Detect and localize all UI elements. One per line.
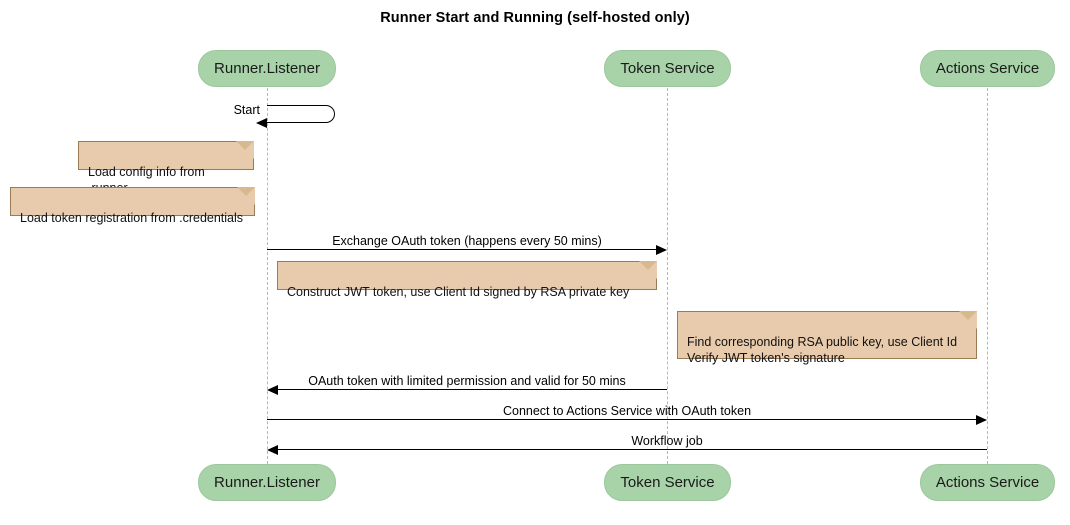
note-construct-jwt: Construct JWT token, use Client Id signe… [277, 261, 657, 299]
arrowhead-left-icon [267, 444, 278, 455]
message-workflow-job[interactable] [267, 444, 987, 455]
lifeline-token [667, 88, 668, 464]
participant-token-service-top[interactable]: Token Service [604, 50, 731, 87]
diagram-title: Runner Start and Running (self-hosted on… [380, 10, 690, 26]
participant-label: Actions Service [935, 474, 1040, 491]
message-oauth-token-return-label: OAuth token with limited permission and … [308, 374, 626, 388]
note-text: Find corresponding RSA public key, use C… [687, 335, 958, 365]
note-fold-corner-icon [237, 187, 255, 205]
participant-label: Runner.Listener [214, 474, 320, 491]
note-fold-corner-icon [639, 261, 657, 279]
note-text: Load token registration from .credential… [20, 211, 244, 225]
participant-label: Token Service [620, 60, 715, 77]
participant-actions-service-top[interactable]: Actions Service [920, 50, 1055, 87]
participant-label: Token Service [620, 474, 715, 491]
lifeline-runner [267, 88, 268, 464]
self-message-start-loop[interactable] [256, 105, 335, 128]
message-connect-actions-service-label: Connect to Actions Service with OAuth to… [502, 404, 752, 418]
lifeline-actions [987, 88, 988, 464]
message-connect-actions-service[interactable] [267, 414, 987, 425]
message-workflow-job-label: Workflow job [631, 434, 703, 448]
participant-token-service-bottom[interactable]: Token Service [604, 464, 731, 501]
note-load-config: Load config info from .runner [78, 141, 254, 195]
participant-label: Actions Service [935, 60, 1040, 77]
self-message-start-label: Start [233, 103, 260, 117]
arrowhead-right-icon [976, 414, 987, 425]
participant-runner-listener-top[interactable]: Runner.Listener [198, 50, 336, 87]
note-load-token-registration: Load token registration from .credential… [10, 187, 255, 225]
message-oauth-token-return[interactable] [267, 384, 667, 395]
arrowhead-left-icon [267, 384, 278, 395]
note-verify-jwt: Find corresponding RSA public key, use C… [677, 311, 977, 365]
participant-label: Runner.Listener [214, 60, 320, 77]
note-text: Construct JWT token, use Client Id signe… [287, 285, 630, 299]
message-exchange-oauth-token[interactable] [267, 244, 667, 255]
note-fold-corner-icon [236, 141, 254, 159]
participant-actions-service-bottom[interactable]: Actions Service [920, 464, 1055, 501]
participant-runner-listener-bottom[interactable]: Runner.Listener [198, 464, 336, 501]
note-fold-corner-icon [959, 311, 977, 329]
arrowhead-left-icon [256, 117, 267, 128]
message-exchange-oauth-token-label: Exchange OAuth token (happens every 50 m… [332, 234, 602, 248]
arrowhead-right-icon [656, 244, 667, 255]
